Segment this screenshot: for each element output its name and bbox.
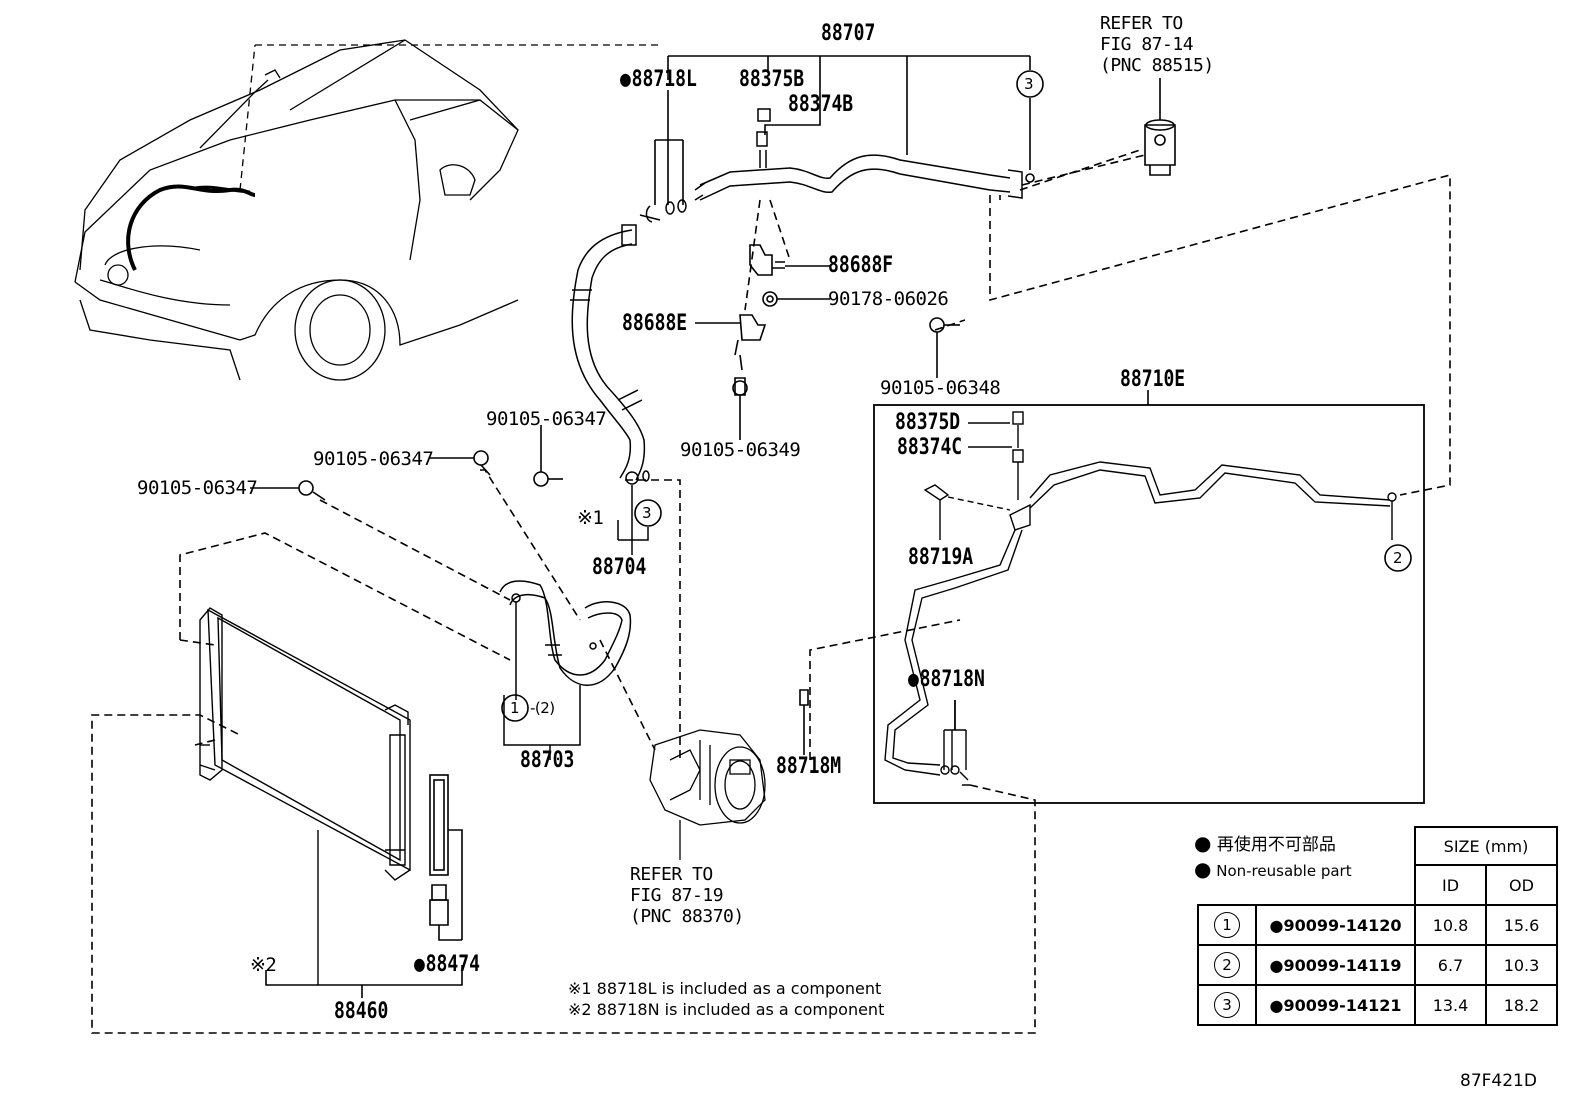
row-num: 1 — [1214, 912, 1240, 938]
hose-88707 — [694, 108, 1023, 201]
note-mark-1: ※1 — [577, 507, 604, 529]
row-od: 15.6 — [1485, 904, 1558, 946]
circle-2: 2 — [1393, 549, 1403, 567]
legend-jp: ● 再使用不可部品 — [1194, 831, 1336, 855]
label-88704: 88704 — [592, 555, 647, 580]
note-1: ※1 88718L is included as a component — [568, 979, 882, 998]
refer-fig-87-14: REFER TO FIG 87-14 (PNC 88515) — [1100, 13, 1214, 76]
col-od: OD — [1485, 864, 1558, 906]
label-88375B: 88375B — [739, 67, 805, 92]
compressor — [649, 729, 766, 860]
label-88718M: 88718M — [776, 754, 842, 779]
label-90105-06348: 90105-06348 — [880, 377, 1001, 399]
bracket-88707 — [654, 55, 1031, 205]
label-90105-06347-a: 90105-06347 — [486, 408, 607, 430]
bolt-90105-06348 — [929, 317, 960, 378]
label-88460: 88460 — [334, 999, 389, 1024]
plug-88718M — [799, 689, 809, 755]
label-88474: 88474 — [414, 953, 480, 977]
col-id: ID — [1414, 864, 1487, 906]
label-90178-06026: 90178-06026 — [828, 288, 949, 310]
row-part: ●90099-14120 — [1255, 904, 1416, 946]
oring-size-table: SIZE (mm) ID OD 1 ●90099-14120 10.8 15.6… — [1197, 826, 1558, 1026]
hose-88704 — [570, 199, 687, 555]
label-88719A: 88719A — [908, 545, 974, 570]
label-88718L: 88718L — [620, 68, 697, 92]
note-mark-2: ※2 — [250, 954, 277, 976]
table-row: 1 ●90099-14120 10.8 15.6 — [1197, 904, 1558, 946]
label-88374B: 88374B — [788, 92, 854, 117]
condenser — [199, 607, 411, 985]
hose-88703 — [499, 580, 632, 760]
row-num: 2 — [1214, 952, 1240, 978]
label-88375D: 88375D — [895, 410, 961, 435]
box-88710E — [873, 390, 1425, 804]
bolt-90105-06347-a — [533, 425, 563, 487]
label-88707: 88707 — [821, 21, 876, 46]
refer-fig-87-19: REFER TO FIG 87-19 (PNC 88370) — [630, 864, 744, 927]
legend-en: ● Non-reusable part — [1194, 857, 1352, 881]
table-row: 3 ●90099-14121 13.4 18.2 — [1197, 984, 1558, 1026]
label-88374C: 88374C — [897, 435, 963, 460]
row-id: 10.8 — [1414, 904, 1487, 946]
label-88710E: 88710E — [1120, 367, 1186, 392]
circle-3-upper: 3 — [1024, 75, 1034, 93]
label-88688F: 88688F — [828, 253, 894, 278]
row-od: 18.2 — [1485, 984, 1558, 1026]
label-88718N: 88718N — [908, 668, 985, 692]
label-88703: 88703 — [520, 748, 575, 773]
clamp-88688F — [749, 244, 830, 276]
note-2: ※2 88718N is included as a component — [568, 1000, 885, 1019]
row-id: 6.7 — [1414, 944, 1487, 986]
table-row: 2 ●90099-14119 6.7 10.3 — [1197, 944, 1558, 986]
row-part: ●90099-14121 — [1255, 984, 1416, 1026]
label-90105-06347-c: 90105-06347 — [137, 477, 258, 499]
size-header: SIZE (mm) — [1414, 826, 1558, 866]
label-90105-06347-b: 90105-06347 — [313, 448, 434, 470]
bolt-90105-06347-b — [430, 450, 491, 476]
row-id: 13.4 — [1414, 984, 1487, 1026]
label-90105-06349: 90105-06349 — [680, 439, 801, 461]
label-88688E: 88688E — [622, 311, 688, 336]
circle-3-lower: 3 — [642, 504, 652, 522]
bolt-90105-06347-c — [250, 480, 326, 501]
bolt-90105-06349 — [732, 377, 748, 440]
circle-1: 1 — [510, 699, 520, 717]
clamp-88688E — [695, 314, 767, 371]
hose-88710E — [884, 411, 1397, 786]
vehicle-illustration — [74, 39, 660, 381]
nut-90178 — [762, 291, 830, 307]
expansion-valve — [1019, 78, 1176, 191]
row-part: ●90099-14119 — [1255, 944, 1416, 986]
row-num: 3 — [1214, 992, 1240, 1018]
row-od: 10.3 — [1485, 944, 1558, 986]
circle-1-range: -(2) — [530, 699, 555, 717]
receiver-88474 — [429, 774, 463, 941]
figure-code: 87F421D — [1460, 1071, 1537, 1091]
